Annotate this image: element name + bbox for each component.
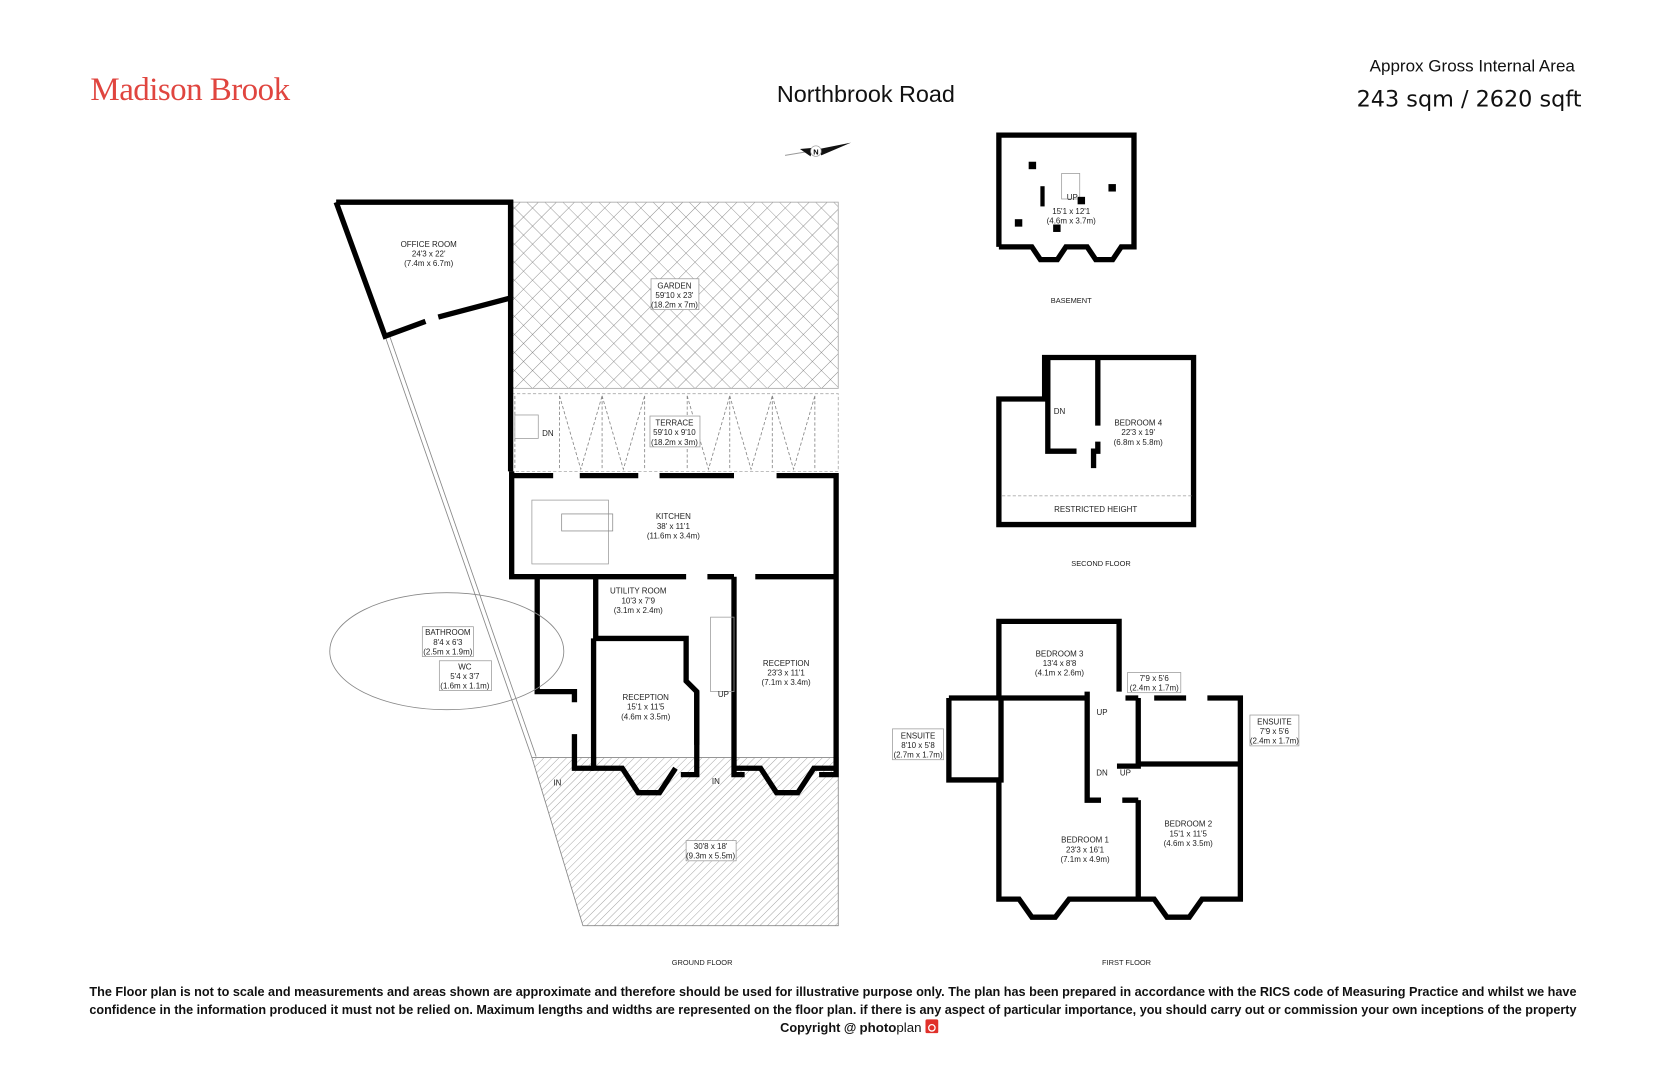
north-compass-icon: N [784,142,852,157]
svg-text:BEDROOM 3: BEDROOM 3 [1036,650,1084,659]
room-utility: UTILITY ROOM 10'3 x 7'9 (3.1m x 2.4m) [610,587,667,615]
basement-room-size: 15'1 x 12'1 [1052,207,1091,216]
second-floor-plan [996,354,1197,528]
svg-text:(2.7m x 1.7m): (2.7m x 1.7m) [893,751,942,760]
svg-text:15'1 x 11'5: 15'1 x 11'5 [1170,829,1208,838]
svg-text:BEDROOM 2: BEDROOM 2 [1164,820,1212,829]
room-bathroom: BATHROOM 8'4 x 6'3 (2.5m x 1.9m) [421,626,474,657]
front-garden-label: 30'8 x 18' (9.3m x 5.5m) [685,840,737,862]
svg-text:(11.6m x 3.4m): (11.6m x 3.4m) [647,531,700,540]
svg-text:7'9 x 5'6: 7'9 x 5'6 [1260,727,1290,736]
svg-text:(7.4m x 6.7m): (7.4m x 6.7m) [404,259,453,268]
entrance-label: IN [553,778,561,787]
svg-text:RECEPTION: RECEPTION [622,693,669,702]
svg-text:(7.1m x 3.4m): (7.1m x 3.4m) [762,678,811,687]
svg-text:(6.8m x 5.8m): (6.8m x 5.8m) [1114,438,1163,447]
first-floor-title: FIRST FLOOR [1102,958,1152,967]
first-floor-up-label: UP [1120,769,1131,778]
basement-title: BASEMENT [1051,296,1092,305]
brand-logo: Madison Brook [90,72,290,108]
entrance-label: IN [712,777,720,786]
svg-text:photoplan: photoplan [860,1020,922,1035]
stair-down-label: DN [542,429,554,438]
svg-text:(7.1m x 4.9m): (7.1m x 4.9m) [1060,855,1109,864]
stair-up-label: UP [718,690,729,699]
first-floor-dn-label: DN [1096,769,1108,778]
svg-text:(9.3m x 5.5m): (9.3m x 5.5m) [686,852,735,861]
svg-text:(3.1m x 2.4m): (3.1m x 2.4m) [614,606,663,615]
svg-text:(4.1m x 2.6m): (4.1m x 2.6m) [1035,669,1084,678]
svg-text:ENSUITE: ENSUITE [1257,718,1292,727]
disclaimer-line-1: The Floor plan is not to scale and measu… [89,984,1576,999]
svg-text:(18.2m x 3m): (18.2m x 3m) [651,438,698,447]
room-wc: WC 5'4 x 3'7 (1.6m x 1.1m) [438,660,492,691]
room-ensuite-left: ENSUITE 8'10 x 5'8 (2.7m x 1.7m) [892,728,944,761]
room-bedroom-2: BEDROOM 2 15'1 x 11'5 (4.6m x 3.5m) [1164,820,1213,848]
page-title: Northbrook Road [777,81,955,107]
second-floor-dn-label: DN [1054,407,1066,416]
room-kitchen: KITCHEN 38' x 11'1 (11.6m x 3.4m) [647,512,700,540]
area-value: 243 sqm / 2620 sqft [1357,86,1582,112]
svg-text:UTILITY ROOM: UTILITY ROOM [610,587,667,596]
first-floor-up-label: UP [1097,708,1108,717]
svg-text:ENSUITE: ENSUITE [901,731,936,740]
room-reception-1: RECEPTION 15'1 x 11'5 (4.6m x 3.5m) [621,693,670,721]
svg-text:BEDROOM 4: BEDROOM 4 [1114,419,1162,428]
svg-text:WC: WC [458,662,472,671]
disclaimer-line-2: confidence in the information produced i… [89,1002,1577,1017]
svg-text:7'9 x 5'6: 7'9 x 5'6 [1140,674,1170,683]
svg-text:(18.2m x 7m): (18.2m x 7m) [651,301,698,310]
svg-text:23'3 x 11'1: 23'3 x 11'1 [767,669,805,678]
basement-up-label: UP [1067,193,1078,202]
svg-text:10'3 x 7'9: 10'3 x 7'9 [621,596,655,605]
svg-text:RECEPTION: RECEPTION [763,659,810,668]
front-garden-area [531,757,839,927]
basement-room-metric: (4.6m x 3.7m) [1047,216,1096,225]
room-reception-2: RECEPTION 23'3 x 11'1 (7.1m x 3.4m) [762,659,811,687]
svg-text:22'3 x 19': 22'3 x 19' [1121,428,1155,437]
svg-text:BATHROOM: BATHROOM [425,628,470,637]
svg-text:(2.4m x 1.7m): (2.4m x 1.7m) [1130,684,1179,693]
area-label: Approx Gross Internal Area [1370,56,1576,75]
ground-floor-plan [329,199,839,927]
restricted-height-label: RESTRICTED HEIGHT [1054,505,1137,514]
svg-text:(4.6m x 3.5m): (4.6m x 3.5m) [1164,839,1213,848]
room-bedroom-4: BEDROOM 4 22'3 x 19' (6.8m x 5.8m) [1114,419,1163,447]
svg-text:23'3 x 16'1: 23'3 x 16'1 [1066,845,1105,854]
svg-text:24'3 x 22': 24'3 x 22' [412,249,446,258]
compass-letter: N [813,147,818,156]
svg-text:(1.6m x 1.1m): (1.6m x 1.1m) [440,681,489,690]
photoplan-logo: photoplan [860,1019,939,1035]
svg-text:KITCHEN: KITCHEN [656,512,691,521]
svg-text:30'8 x 18': 30'8 x 18' [694,842,728,851]
room-bedroom-3: BEDROOM 3 13'4 x 8'8 (4.1m x 2.6m) [1035,650,1084,678]
second-floor-title: SECOND FLOOR [1071,559,1131,568]
svg-text:15'1 x 11'5: 15'1 x 11'5 [627,703,665,712]
svg-text:8'4 x 6'3: 8'4 x 6'3 [433,638,463,647]
svg-text:TERRACE: TERRACE [655,419,693,428]
svg-text:38' x 11'1: 38' x 11'1 [657,522,691,531]
room-office: OFFICE ROOM 24'3 x 22' (7.4m x 6.7m) [401,240,457,268]
basement-plan [996,132,1137,263]
svg-text:(2.5m x 1.9m): (2.5m x 1.9m) [423,647,472,656]
svg-text:13'4 x 8'8: 13'4 x 8'8 [1043,659,1077,668]
first-floor-plan [946,618,1244,920]
svg-text:5'4 x 3'7: 5'4 x 3'7 [450,672,480,681]
room-garden: GARDEN 59'10 x 23' (18.2m x 7m) [650,278,700,311]
svg-text:(4.6m x 3.5m): (4.6m x 3.5m) [621,712,670,721]
ground-floor-title: GROUND FLOOR [672,958,733,967]
svg-text:(2.4m x 1.7m): (2.4m x 1.7m) [1250,737,1299,746]
room-terrace: TERRACE 59'10 x 9'10 (18.2m x 3m) [649,415,701,448]
copyright-text: Copyright @ [780,1020,856,1035]
svg-text:59'10 x 9'10: 59'10 x 9'10 [653,428,696,437]
svg-text:59'10 x 23': 59'10 x 23' [655,291,694,300]
svg-text:GARDEN: GARDEN [657,281,691,290]
svg-text:8'10 x 5'8: 8'10 x 5'8 [901,741,935,750]
room-ensuite-right: ENSUITE 7'9 x 5'6 (2.4m x 1.7m) [1249,714,1299,747]
room-bathroom-small: 7'9 x 5'6 (2.4m x 1.7m) [1127,672,1182,694]
svg-text:OFFICE ROOM: OFFICE ROOM [401,240,457,249]
room-bedroom-1: BEDROOM 1 23'3 x 16'1 (7.1m x 4.9m) [1060,836,1109,864]
svg-text:BEDROOM 1: BEDROOM 1 [1061,836,1109,845]
